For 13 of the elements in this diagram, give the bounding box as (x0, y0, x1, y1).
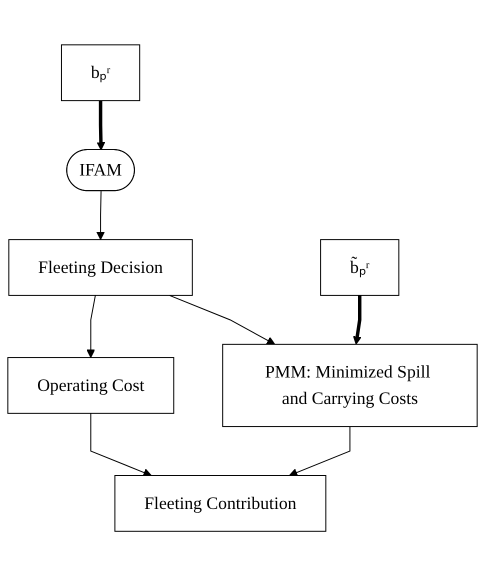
arrow (288, 426, 350, 478)
node-box: Operating Cost (7, 358, 174, 414)
arrow (96, 191, 105, 240)
node-box: PMM: Minimized Spill and Carrying Costs (222, 344, 478, 428)
arrow (352, 296, 362, 346)
node-box: bₚʳ (60, 44, 140, 102)
node-box: b̃ₚʳ (320, 240, 400, 296)
arrow (169, 295, 276, 346)
arrow (90, 413, 152, 478)
node-box: Fleeting Contribution (114, 475, 326, 532)
node-box: Fleeting Decision (8, 240, 193, 296)
arrow (86, 295, 96, 358)
arrow (96, 101, 106, 151)
